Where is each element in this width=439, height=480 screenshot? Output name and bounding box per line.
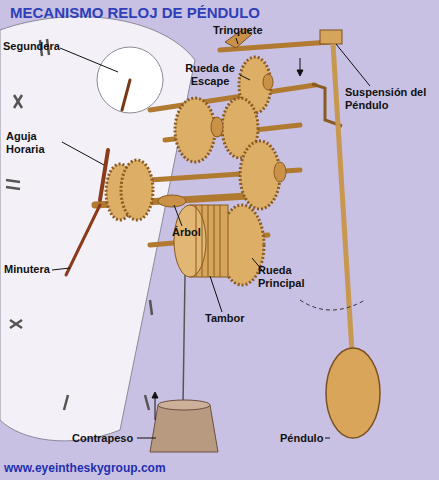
- pinion: [263, 74, 273, 90]
- numeral-stroke: [14, 95, 22, 108]
- gear: [121, 160, 153, 220]
- drum-ring: [202, 205, 203, 277]
- part-label: Árbol: [172, 226, 201, 239]
- pinions: [211, 74, 286, 182]
- cord: [183, 275, 185, 405]
- part-label: Tambor: [205, 312, 245, 325]
- arbor-bulge: [158, 195, 186, 207]
- pinion: [274, 162, 286, 182]
- numeral-stroke: [64, 395, 68, 410]
- numeral-stroke: [10, 320, 22, 328]
- seconds-hand: [122, 80, 130, 110]
- leader-line: [336, 44, 370, 86]
- numeral-stroke: [10, 320, 22, 328]
- drum-ring: [214, 205, 215, 277]
- arrow-head: [152, 392, 158, 398]
- part-label: Trinquete: [213, 24, 263, 37]
- numeral-stroke: [14, 95, 22, 108]
- drum-body: [190, 205, 228, 277]
- hour-hand: [100, 150, 108, 200]
- leader-line: [210, 276, 222, 312]
- leader-line: [137, 438, 156, 439]
- part-label: Rueda Principal: [258, 264, 316, 290]
- numeral-stroke: [150, 300, 152, 315]
- diagram-title: MECANISMO RELOJ DE PÉNDULO: [10, 4, 260, 21]
- leader-line: [174, 205, 182, 226]
- motion-arrows: [152, 58, 303, 420]
- arrow-head: [297, 70, 303, 76]
- part-label: Minutera: [4, 263, 50, 276]
- drum-rings: [196, 205, 220, 277]
- leader-line: [52, 268, 70, 270]
- numeral-stroke: [6, 187, 20, 189]
- pendulum-bob: [326, 348, 380, 438]
- drum-ring: [208, 205, 209, 277]
- gears: [106, 57, 280, 285]
- part-label: Péndulo: [280, 432, 323, 445]
- leader-line: [60, 48, 118, 72]
- pinion: [211, 117, 223, 137]
- leader-line: [240, 75, 250, 80]
- part-label: Suspensión del Péndulo: [345, 86, 435, 112]
- counterweight-top: [158, 400, 210, 410]
- drum: [174, 205, 228, 277]
- leader-line: [236, 38, 238, 44]
- numeral-stroke: [145, 395, 149, 410]
- counterweight: [150, 405, 218, 452]
- leader-line: [62, 142, 104, 165]
- minute-hand: [66, 205, 100, 275]
- clock-dial: [0, 17, 195, 441]
- part-label: Segundera: [3, 40, 60, 53]
- motion-arrow: [155, 395, 156, 420]
- leader-lines: [52, 38, 370, 438]
- part-label: Contrapeso: [72, 432, 133, 445]
- pendulum-suspension: [320, 30, 342, 44]
- part-label: Aguja Horaria: [6, 130, 58, 156]
- leader-line: [325, 438, 330, 439]
- part-label: Rueda de Escape: [180, 62, 240, 88]
- seconds-dial: [97, 47, 163, 113]
- gear: [175, 98, 215, 162]
- numeral-stroke: [6, 180, 20, 182]
- watermark: www.eyeintheskygroup.com: [4, 462, 166, 475]
- drum-end: [174, 205, 206, 277]
- drum-ring: [196, 205, 197, 277]
- numeral-strokes: [6, 39, 152, 410]
- swing-arc: [300, 300, 365, 310]
- drum-ring: [220, 205, 221, 277]
